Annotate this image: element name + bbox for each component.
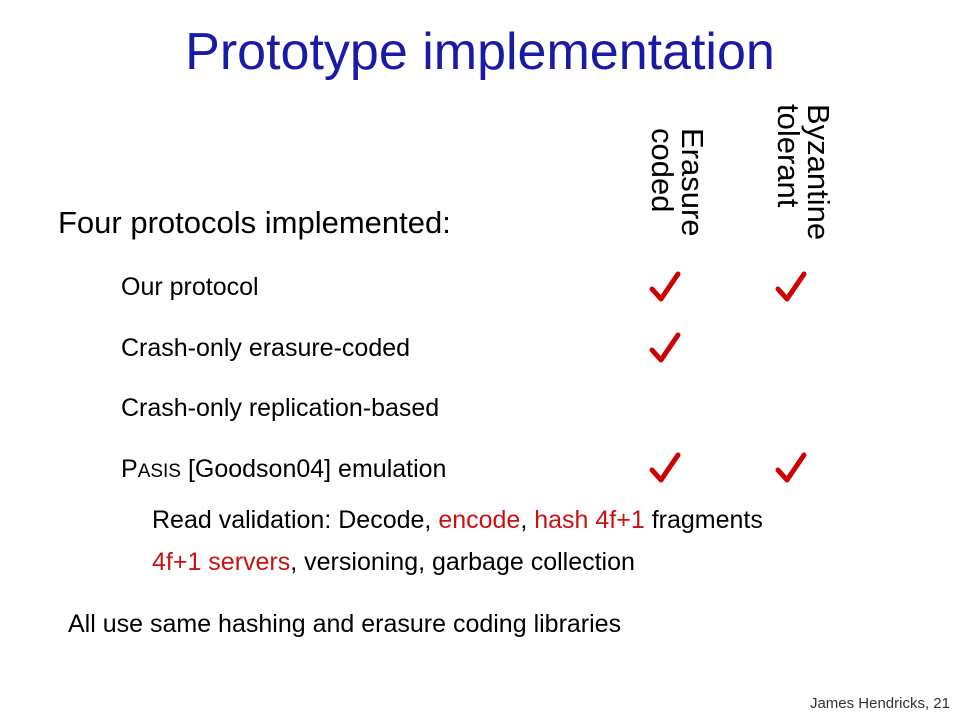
detail-servers: 4f+1 servers bbox=[152, 548, 291, 576]
column-header-byzantine-line1: Byzantine bbox=[801, 104, 836, 241]
intro-text: Four protocols implemented: bbox=[58, 205, 451, 240]
protocol-row-label: Our protocol bbox=[121, 273, 259, 301]
slide-footer: James Hendricks, 21 bbox=[809, 695, 950, 712]
checkmark-icon bbox=[775, 452, 807, 483]
slide-title: Prototype implementation bbox=[185, 23, 775, 81]
detail-comma: , bbox=[520, 506, 535, 534]
pasis-smallcaps: ASIS bbox=[137, 461, 181, 482]
pasis-detail-line2: 4f+1 servers, versioning, garbage collec… bbox=[152, 548, 635, 577]
checkmark-icon bbox=[649, 271, 681, 302]
checkmark-icon bbox=[775, 271, 807, 302]
protocol-row-label: Crash-only replication-based bbox=[121, 394, 440, 422]
pasis-initial: P bbox=[121, 455, 138, 483]
protocol-row-label: Crash-only erasure-coded bbox=[121, 334, 411, 362]
protocol-row-label-pasis: PASIS [Goodson04] emulation bbox=[121, 455, 446, 484]
pasis-detail-line1: Read validation: Decode, encode, hash 4f… bbox=[152, 506, 763, 535]
detail-fragments: fragments bbox=[644, 506, 763, 534]
detail-versioning: , versioning, garbage collection bbox=[290, 548, 635, 576]
column-header-byzantine-tolerant: Byzantine tolerant bbox=[771, 104, 836, 241]
detail-decode: Decode, bbox=[331, 506, 439, 534]
checkmark-icon bbox=[649, 452, 681, 483]
column-header-erasure-coded: Erasure coded bbox=[645, 128, 710, 237]
summary-text: All use same hashing and erasure coding … bbox=[68, 610, 622, 638]
column-header-erasure-line2: coded bbox=[645, 128, 680, 213]
column-header-erasure-line1: Erasure bbox=[675, 128, 710, 237]
detail-read-validation: Read validation: bbox=[152, 506, 332, 534]
pasis-rest: [Goodson04] emulation bbox=[181, 455, 447, 483]
checkmark-icon bbox=[649, 332, 681, 363]
detail-encode: encode bbox=[438, 506, 521, 534]
column-header-byzantine-line2: tolerant bbox=[771, 104, 806, 208]
detail-hash: hash 4f+1 bbox=[534, 506, 645, 534]
